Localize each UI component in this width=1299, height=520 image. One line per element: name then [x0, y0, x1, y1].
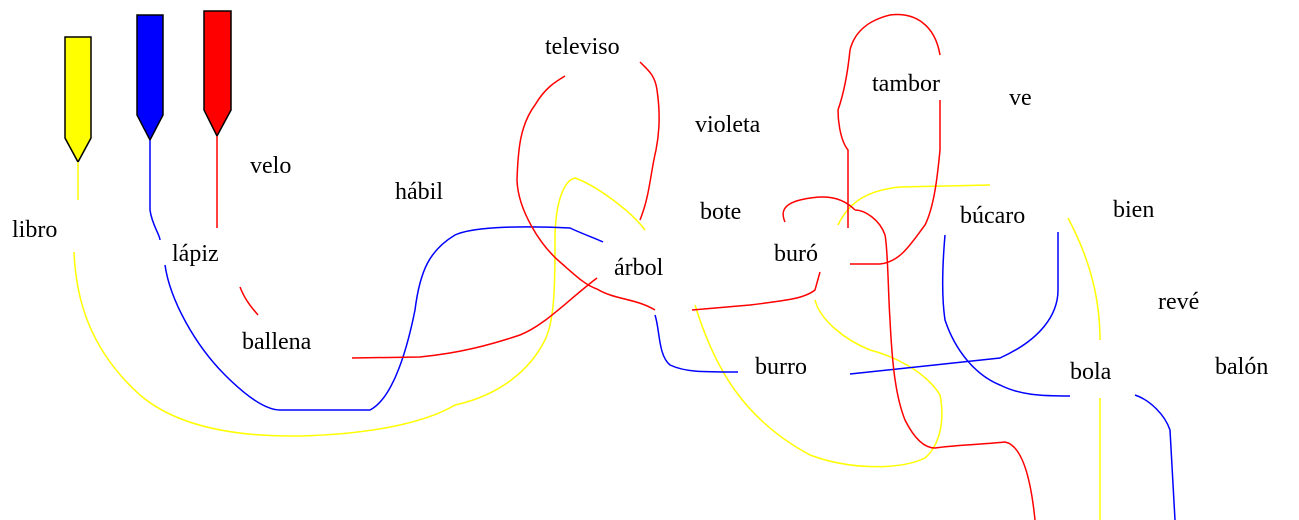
word-violeta: violeta: [695, 112, 761, 138]
word-buro: buró: [772, 241, 820, 267]
word-lapiz: lápiz: [170, 241, 221, 267]
word-bola: bola: [1068, 359, 1114, 385]
red-path: [216, 13, 1036, 520]
red-pencil-icon: [203, 10, 232, 138]
word-ballena: ballena: [240, 329, 314, 355]
word-libro: libro: [10, 217, 60, 243]
word-velo: velo: [250, 153, 292, 179]
word-tambor: tambor: [870, 71, 942, 97]
yellow-pencil-icon: [64, 36, 92, 164]
word-bucaro: búcaro: [958, 203, 1028, 229]
word-balon: balón: [1215, 354, 1269, 380]
word-bien: bien: [1113, 197, 1155, 223]
word-burro: burro: [753, 354, 809, 380]
word-habil: hábil: [395, 179, 443, 205]
word-televiso: televiso: [543, 34, 622, 60]
blue-pencil-icon: [136, 14, 164, 142]
blue-path: [149, 140, 1176, 520]
yellow-path: [73, 162, 1101, 520]
word-bote: bote: [700, 199, 742, 225]
word-reve: revé: [1158, 289, 1200, 315]
word-ve: ve: [1007, 85, 1034, 111]
word-arbol: árbol: [612, 255, 666, 281]
